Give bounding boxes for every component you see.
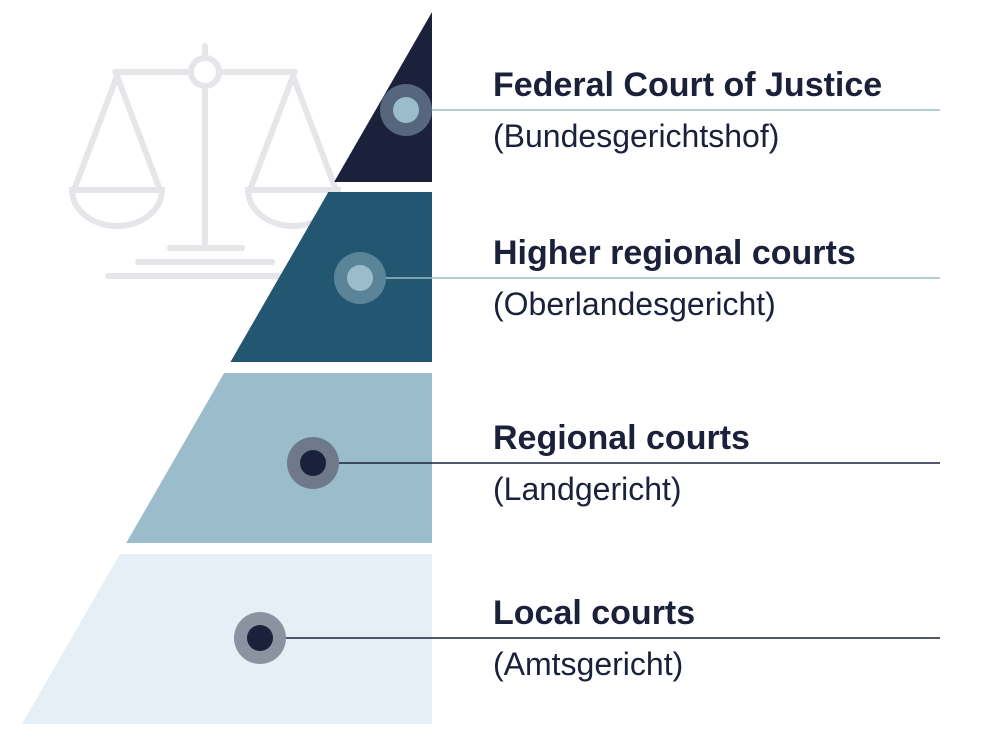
marker-dot-inner	[300, 450, 326, 476]
pyramid-tier	[22, 554, 432, 724]
tier-title: Local courts	[493, 594, 696, 632]
tier-subtitle: (Bundesgerichtshof)	[493, 118, 780, 154]
marker-dot-inner	[247, 625, 273, 651]
tier-subtitle: (Landgericht)	[493, 471, 682, 507]
pyramid-tier	[126, 373, 432, 543]
tier-subtitle: (Oberlandesgericht)	[493, 286, 776, 322]
marker-dot-inner	[347, 265, 373, 291]
marker-dot-inner	[393, 97, 419, 123]
tier-title: Regional courts	[493, 419, 750, 457]
tier-subtitle: (Amtsgericht)	[493, 646, 684, 682]
pyramid-tier	[334, 12, 432, 182]
pyramid-tier	[230, 192, 432, 362]
tier-title: Higher regional courts	[493, 234, 856, 272]
tier-title: Federal Court of Justice	[493, 66, 883, 104]
scales-of-justice-icon	[68, 43, 342, 279]
